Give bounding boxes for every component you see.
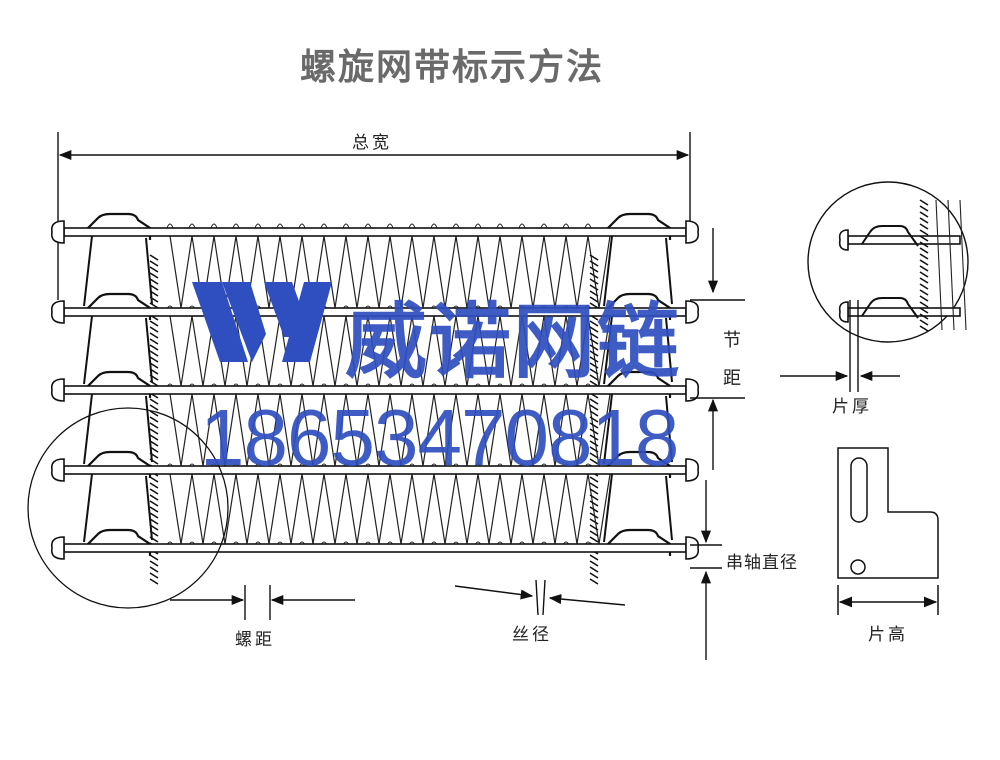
- plate-thickness-label: 片厚: [832, 397, 872, 417]
- spiral-pitch-label: 螺距: [235, 630, 275, 650]
- detail-zoom: [780, 181, 969, 392]
- detail-circle-left: [27, 407, 229, 609]
- page-title: 螺旋网带标示方法: [300, 47, 605, 88]
- pitch-dimension: [690, 228, 745, 470]
- total-width-dimension: [57, 132, 691, 300]
- brand-logo: [192, 282, 332, 362]
- spiral-belt: [50, 212, 700, 585]
- wire-diameter-label: 丝径: [512, 625, 552, 645]
- watermark-phone: 18653470818: [200, 393, 679, 482]
- pitch-label: 节距: [723, 330, 741, 389]
- plate-height-label: 片高: [868, 625, 908, 645]
- rod-diameter-label: 串轴直径: [726, 553, 798, 573]
- wire-diameter-dimension: [454, 579, 626, 616]
- spiral-pitch-dimension: [170, 585, 355, 620]
- watermark-brand: 威诺网链: [345, 295, 682, 390]
- side-plate-drawing: [837, 447, 939, 615]
- rod-diameter-dimension: [690, 480, 722, 660]
- total-width-label: 总宽: [352, 133, 392, 153]
